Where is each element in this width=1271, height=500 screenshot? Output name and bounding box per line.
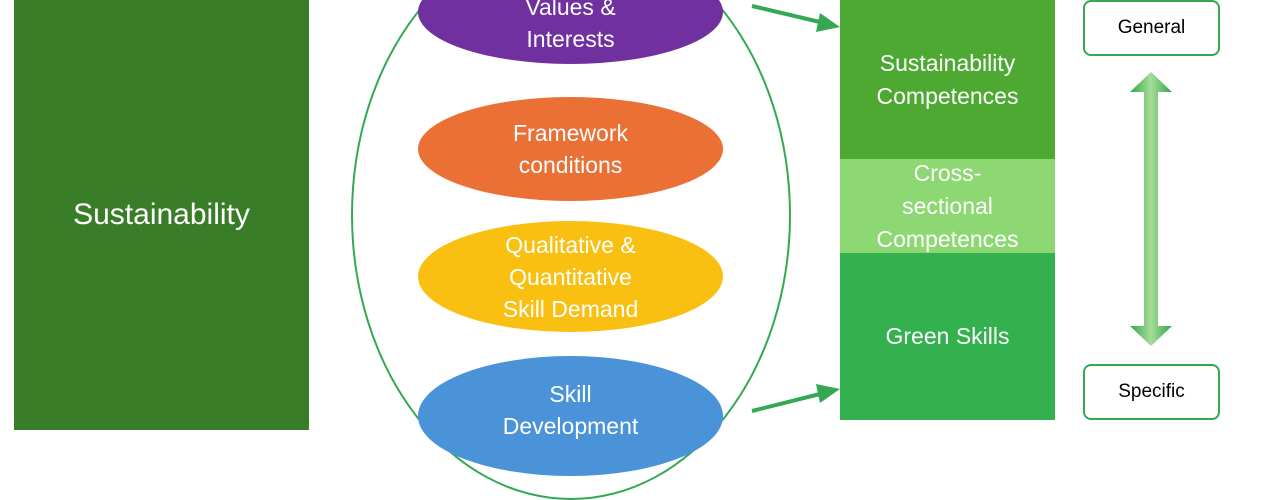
values-line-1: Values &: [525, 0, 616, 20]
values-line-2: Interests: [526, 26, 615, 52]
cross-line-1: Cross-: [913, 159, 982, 186]
specific-label-box: Specific: [1083, 364, 1220, 420]
general-label-box: General: [1083, 0, 1220, 56]
framework-line-2: conditions: [518, 152, 623, 178]
framework-conditions-oval: Framework conditions: [418, 97, 723, 201]
framework-line-1: Framework: [512, 120, 628, 146]
specific-label: Specific: [1118, 381, 1185, 402]
skill-demand-oval: Qualitative & Quantitative Skill Demand: [418, 221, 723, 332]
green-skills-label: Green Skills: [885, 323, 1010, 349]
cross-line-3: Competences: [876, 225, 1019, 252]
sustainability-box: Sustainability: [14, 0, 309, 430]
skill-dev-line-1: Skill: [549, 381, 592, 407]
arrow-top-to-competences: [751, 4, 840, 32]
sustain-comp-line-1: Sustainability: [879, 49, 1016, 76]
sustainability-competences-block: Sustainability Competences: [840, 0, 1055, 159]
connector-layer: [751, 4, 1172, 413]
skill-demand-line-1: Qualitative &: [505, 231, 636, 258]
cross-sectional-competences-block: Cross- sectional Competences: [840, 159, 1055, 253]
sustainability-label: Sustainability: [73, 198, 250, 231]
cross-line-2: sectional: [902, 192, 993, 219]
skill-demand-line-2: Quantitative: [509, 263, 632, 290]
skill-demand-line-3: Skill Demand: [502, 295, 639, 322]
arrow-bottom-to-green-skills: [751, 384, 840, 413]
sustain-comp-line-2: Competences: [876, 82, 1019, 109]
general-specific-double-arrow: [1130, 72, 1172, 346]
green-skills-block: Green Skills: [840, 253, 1055, 420]
general-label: General: [1117, 17, 1186, 38]
